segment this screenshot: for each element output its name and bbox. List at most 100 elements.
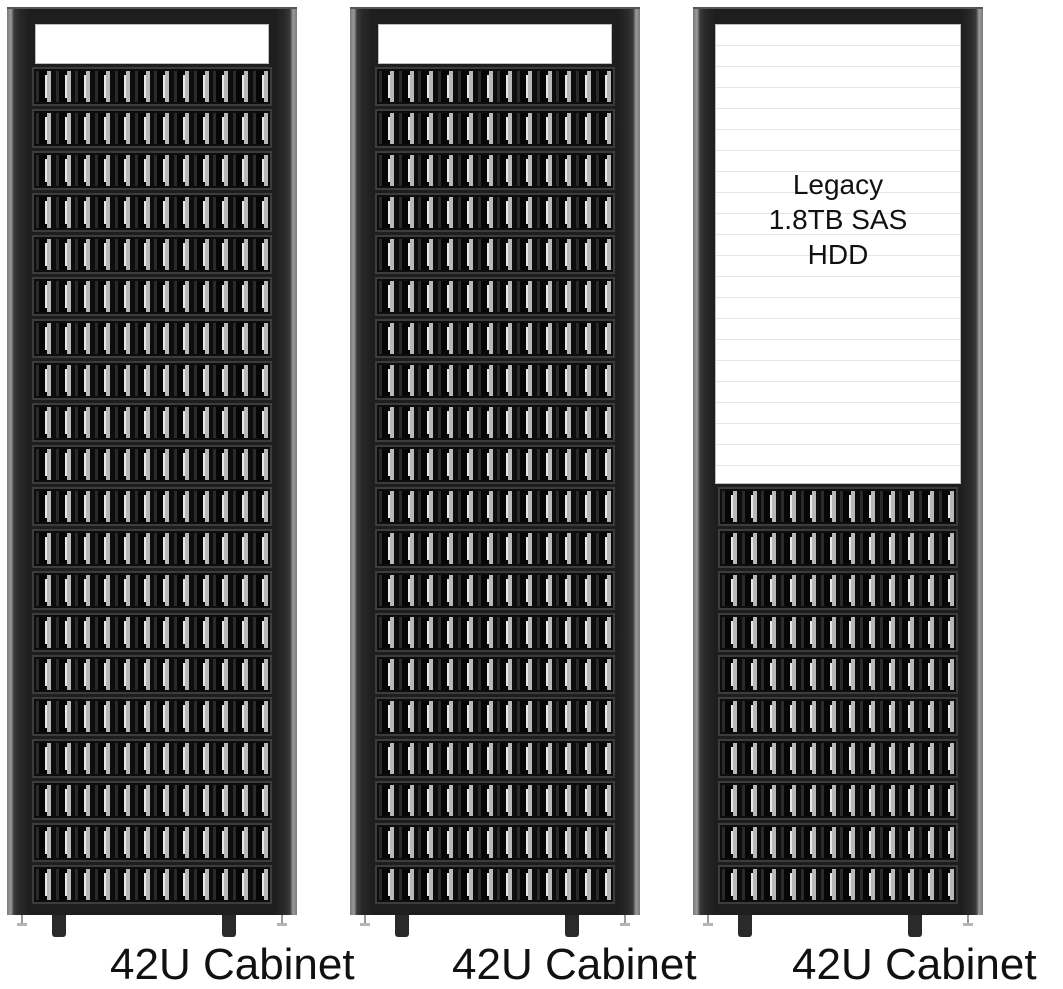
drive-bay [193,239,209,270]
drive-bay [174,617,190,648]
drive-bay [193,743,209,774]
drive-bay [457,155,473,186]
drive-bay [860,701,876,732]
drive-bay [860,659,876,690]
drive-bay [154,71,170,102]
drive-bay [233,869,249,900]
drive-bay [536,785,552,816]
drive-bay [595,785,611,816]
drive-bay [576,533,592,564]
drive-bay [134,533,150,564]
drive-bay [761,617,777,648]
drive-bay [114,533,130,564]
drive-bay [497,659,513,690]
drive-bay [379,617,394,648]
drive-bay [919,533,935,564]
drive-bay [497,743,513,774]
drive-bay [497,113,513,144]
drive-bay [379,533,394,564]
drive-bay [722,869,737,900]
drive-shelf [718,613,958,652]
drive-bay [457,701,473,732]
drive-bay [75,659,91,690]
drive-bay [497,827,513,858]
drive-bay [595,323,611,354]
drive-bay [457,659,473,690]
drive-shelf [375,613,615,652]
drive-bay [438,785,454,816]
drive-bay [418,239,434,270]
drive-bay [213,365,229,396]
drive-bay [800,701,816,732]
drive-bay [233,113,249,144]
drive-bay [252,533,268,564]
drive-bay [75,743,91,774]
drive-bay [134,71,150,102]
drive-bay [497,365,513,396]
drive-bay [899,491,915,522]
drive-bay [233,743,249,774]
drive-bay [761,533,777,564]
drive-bay [497,617,513,648]
drive-bay [899,575,915,606]
drive-bay [55,659,71,690]
drive-bay [595,449,611,480]
drive-bay [457,785,473,816]
drive-bay [517,869,533,900]
drive-bay [517,239,533,270]
drive-bay [193,785,209,816]
drive-bay [95,743,111,774]
drive-bay [438,491,454,522]
drive-bay [252,827,268,858]
drive-bay [517,449,533,480]
drive-bay [497,71,513,102]
drive-bay [75,281,91,312]
drive-bay [938,575,954,606]
drive-bay [781,575,797,606]
drive-bay [517,281,533,312]
drive-bay [193,617,209,648]
leveling-foot [17,915,27,927]
drive-bay [517,71,533,102]
drive-bay [75,785,91,816]
drive-bay [556,365,572,396]
drive-bay [114,491,130,522]
drive-bay [36,239,51,270]
drive-bay [213,239,229,270]
drive-bay [899,617,915,648]
cabinet-2 [350,7,640,937]
drive-bay [174,869,190,900]
drive-bay [193,449,209,480]
drive-bay [477,617,493,648]
drive-bay [114,659,130,690]
drive-bay [134,491,150,522]
drive-bay [438,323,454,354]
drive-bay [536,71,552,102]
drive-bay [154,155,170,186]
drive-bay [840,743,856,774]
drive-bay [860,575,876,606]
drive-bay [741,827,757,858]
drive-bay [36,617,51,648]
drive-shelf [32,613,272,652]
drive-bay [938,617,954,648]
drive-bay [595,197,611,228]
drive-bay [899,533,915,564]
drive-bay [438,407,454,438]
drive-bay [477,281,493,312]
drive-bay [418,113,434,144]
drive-bay [576,617,592,648]
drive-bay [36,701,51,732]
drive-bay [75,239,91,270]
drive-bay [741,491,757,522]
drive-shelf [32,739,272,778]
drive-bay [536,281,552,312]
drive-bay [517,659,533,690]
drive-bay [154,281,170,312]
drive-bay [233,365,249,396]
drive-bay [174,239,190,270]
drive-bay [477,869,493,900]
drive-bay [457,407,473,438]
drive-bay [879,743,895,774]
drive-bay [95,407,111,438]
